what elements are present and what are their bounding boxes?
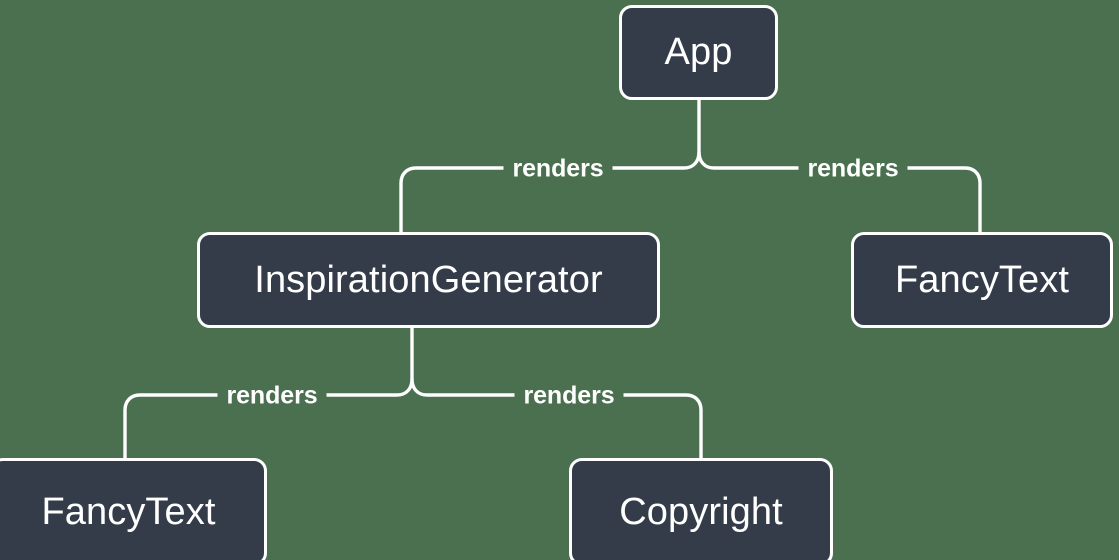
- node-copyright[interactable]: Copyright: [569, 458, 833, 560]
- edge-label-inspirationgenerator-copyright: renders: [514, 383, 624, 409]
- edge-label-app-fancytext-right: renders: [798, 156, 908, 182]
- edge-label-inspirationgenerator-fancytext-left: renders: [217, 383, 327, 409]
- node-fancytext-right[interactable]: FancyText: [851, 232, 1113, 328]
- node-app[interactable]: App: [619, 5, 778, 100]
- node-fancytext-left[interactable]: FancyText: [0, 458, 267, 560]
- connector-app-to-fancytext-right: [697, 151, 982, 232]
- node-inspirationgenerator[interactable]: InspirationGenerator: [197, 232, 660, 328]
- connector-inspirationgenerator-to-fancytext-left: [123, 378, 414, 458]
- edge-label-app-inspirationgenerator: renders: [503, 156, 613, 182]
- connector-app-to-inspirationgenerator: [399, 151, 701, 232]
- connector-inspirationgenerator-to-copyright: [410, 378, 703, 458]
